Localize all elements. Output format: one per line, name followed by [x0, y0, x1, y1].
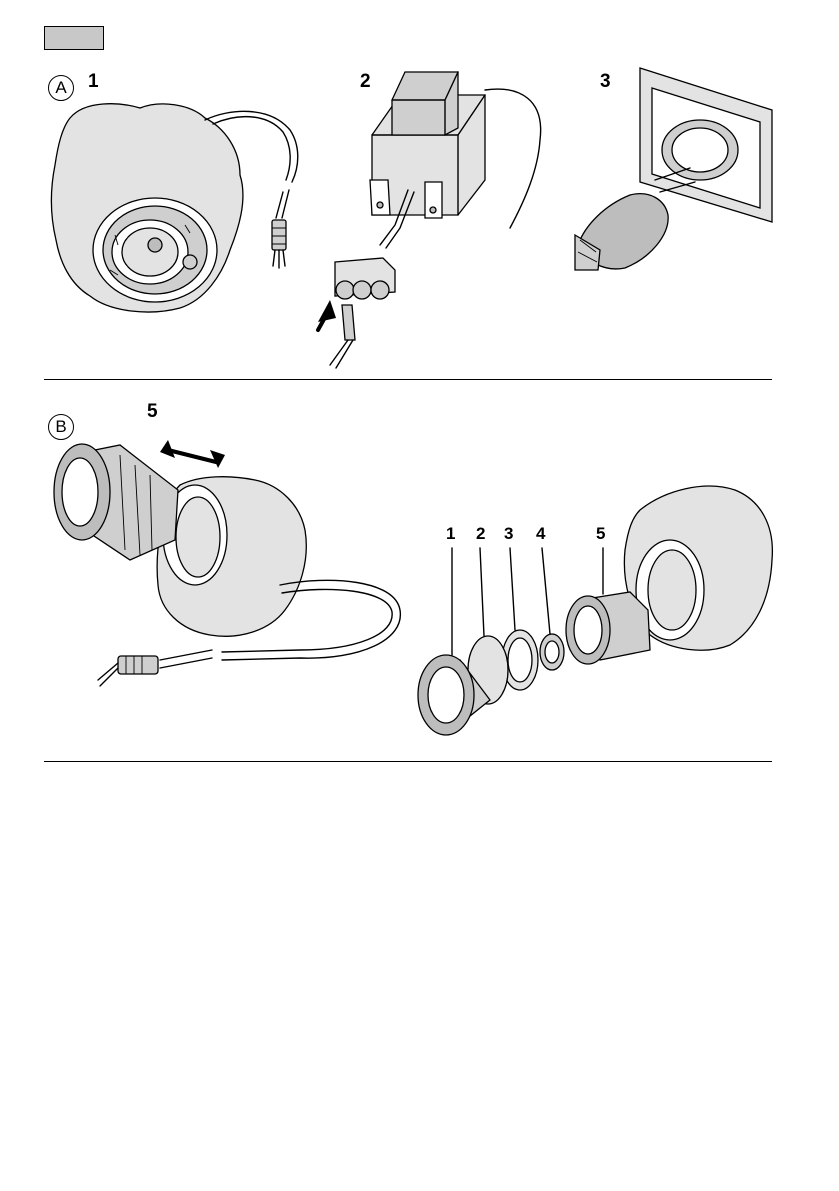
exploded-view-illustration [418, 486, 772, 735]
transformer-illustration [318, 72, 541, 368]
rock-lamp-disassembly-illustration [54, 440, 400, 686]
rock-lamp-illustration [51, 104, 297, 312]
wall-socket-illustration [575, 68, 772, 270]
